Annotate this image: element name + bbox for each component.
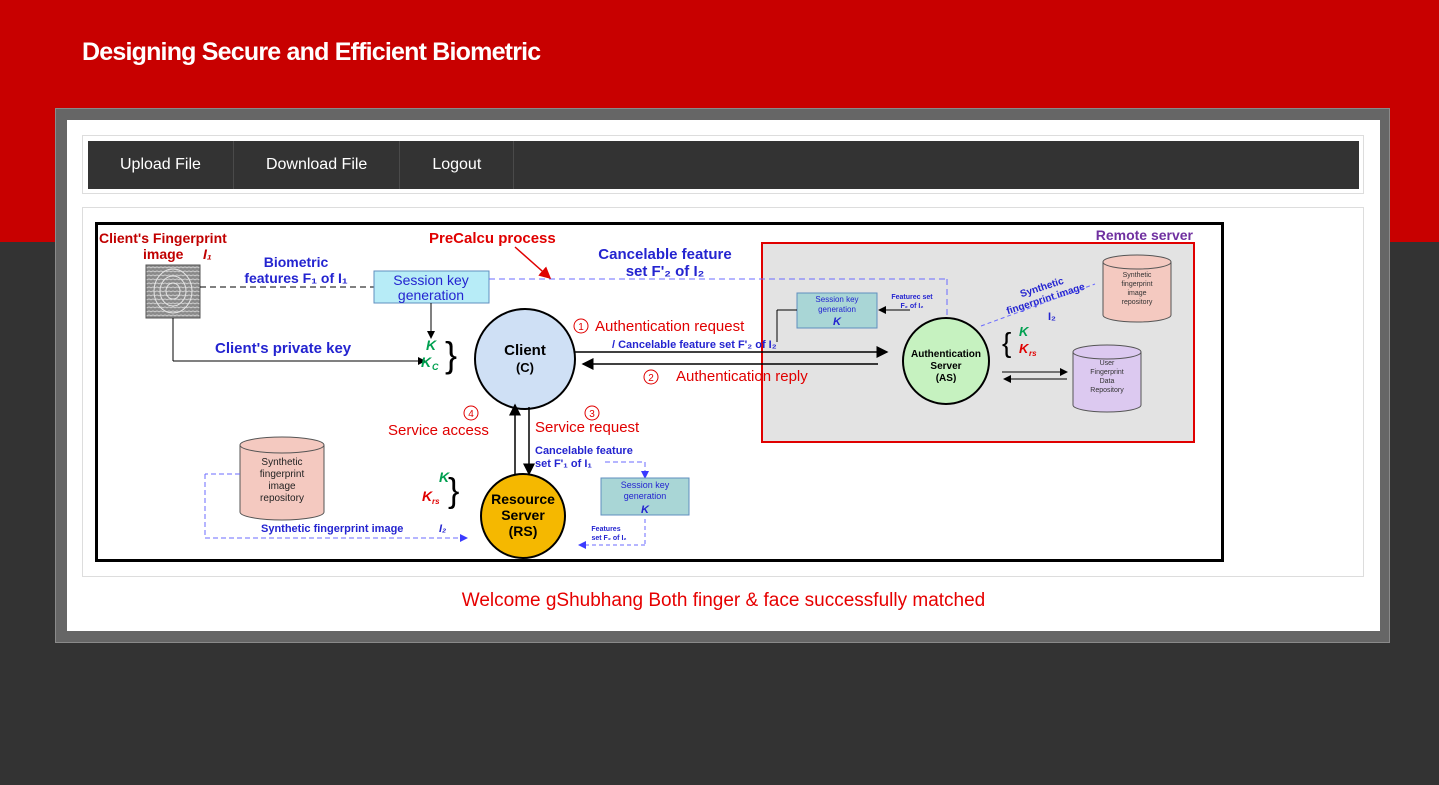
features-set-line2: F₂ of I₂ — [901, 303, 924, 310]
rs-session-k: K — [641, 504, 650, 516]
auth-request-label: Authentication request — [595, 318, 745, 335]
remote-repo-line4: repository — [1122, 299, 1153, 306]
synthetic-bottom-symbol: I₂ — [439, 523, 446, 535]
cancelable-rs-line1: Cancelable feature — [535, 445, 633, 457]
rs-line2: Server — [501, 507, 545, 523]
synthetic-bottom-label: Synthetic fingerprint image — [261, 523, 403, 535]
step2-number: 2 — [648, 373, 654, 384]
nav-download-file[interactable]: Download File — [234, 141, 401, 189]
as-line2: Server — [930, 361, 961, 372]
user-repo-line3: Data — [1100, 378, 1115, 385]
features-rs-line1: Features — [591, 526, 620, 533]
service-request-label: Service request — [535, 419, 640, 436]
remote-synthetic-symbol: I₂ — [1048, 311, 1056, 323]
auth-request-sub: / Cancelable feature set F'₂ of I₂ — [612, 339, 777, 351]
biometric-features-line2: features F₁ of I₁ — [244, 270, 348, 286]
as-key-krs: K — [1019, 341, 1030, 356]
as-line1: Authentication — [911, 349, 981, 360]
features-set-line1: Featurec set — [891, 294, 933, 301]
nav-upload-file[interactable]: Upload File — [88, 141, 234, 189]
rs-line3: (RS) — [509, 523, 538, 539]
as-key-k: K — [1019, 324, 1030, 339]
client-label-line1: Client — [504, 342, 546, 359]
nav-logout[interactable]: Logout — [400, 141, 515, 189]
fingerprint-image — [145, 264, 201, 319]
resource-server-node — [480, 473, 566, 559]
as-line3: (AS) — [936, 373, 957, 384]
private-key-label: Client's private key — [215, 340, 352, 357]
client-fingerprint-symbol: I₁ — [203, 246, 212, 262]
service-access-label: Service access — [388, 422, 489, 439]
local-repo-line2: fingerprint — [260, 469, 305, 480]
rs-key-krs-sub: rs — [432, 497, 440, 506]
client-fingerprint-image-label: image — [143, 246, 184, 262]
step1-number: 1 — [578, 322, 584, 333]
client-brace: } — [445, 334, 457, 375]
session-key-line1: Session key — [393, 272, 468, 288]
as-session-line1: Session key — [815, 295, 858, 304]
user-repo-line4: Repository — [1090, 387, 1124, 394]
features-rs-line2: set F₂ of I₂ — [592, 535, 627, 542]
auth-reply-label: Authentication reply — [676, 368, 808, 385]
rs-session-line1: Session key — [621, 480, 670, 490]
as-session-key-box — [796, 292, 878, 329]
rs-key-krs: K — [422, 488, 433, 504]
user-repo-line1: User — [1100, 360, 1115, 367]
client-key-k: K — [426, 337, 437, 353]
client-key-kc: K — [421, 354, 432, 370]
step3-number: 3 — [589, 409, 595, 420]
client-fingerprint-title: Client's Fingerprint — [99, 230, 227, 246]
local-repo-line3: image — [268, 481, 296, 492]
as-session-k: K — [833, 316, 842, 328]
cancelable-rs-line2: set F'₁ of I₁ — [535, 458, 592, 470]
rs-session-key-box — [600, 477, 690, 516]
site-title: Designing Secure and Efficient Biometric — [82, 38, 541, 66]
remote-server-label: Remote server — [1096, 227, 1194, 243]
as-session-line2: generation — [818, 305, 856, 314]
client-node — [474, 308, 576, 410]
nav-bar: Upload File Download File Logout — [88, 141, 1359, 189]
authentication-server-node — [902, 317, 990, 405]
architecture-diagram: Remote server Client's Fingerprint image… — [95, 222, 1224, 562]
rs-brace: } — [448, 472, 459, 510]
biometric-features-line1: Biometric — [264, 254, 329, 270]
rs-line1: Resource — [491, 491, 555, 507]
client-key-kc-sub: C — [432, 362, 439, 372]
session-key-generation-box — [373, 270, 490, 304]
cancelable-top-line2: set F'₂ of I₂ — [626, 263, 705, 280]
welcome-message: Welcome gShubhang Both finger & face suc… — [461, 590, 986, 611]
precalcu-label: PreCalcu process — [429, 230, 556, 247]
local-repo-line4: repository — [260, 493, 304, 504]
remote-repo-line2: fingerprint — [1121, 281, 1152, 288]
as-brace: { — [1002, 327, 1011, 358]
as-key-krs-sub: rs — [1029, 349, 1037, 358]
remote-repo-line3: image — [1127, 290, 1146, 297]
step4-number: 4 — [468, 409, 474, 420]
cancelable-top-line1: Cancelable feature — [598, 246, 731, 263]
rs-session-line2: generation — [624, 491, 667, 501]
remote-repo-line1: Synthetic — [1123, 272, 1152, 279]
rs-key-k: K — [439, 469, 450, 485]
local-repo-line1: Synthetic — [261, 457, 302, 468]
session-key-line2: generation — [398, 287, 464, 303]
client-label-line2: (C) — [516, 360, 534, 375]
user-repo-line2: Fingerprint — [1090, 369, 1124, 376]
